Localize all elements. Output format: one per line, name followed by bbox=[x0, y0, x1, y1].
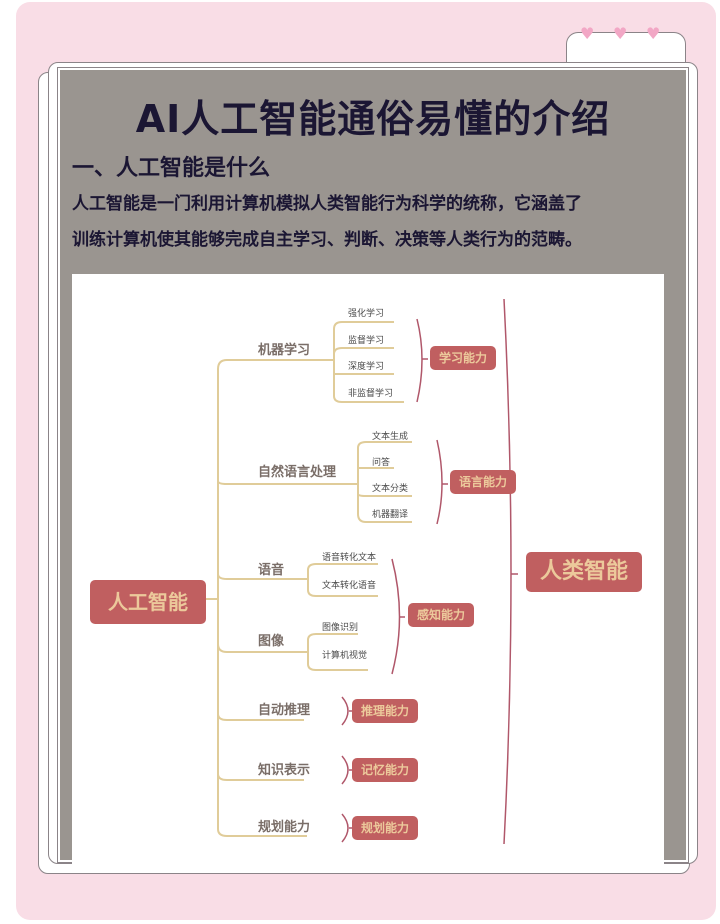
branch-label: 语音 bbox=[258, 563, 285, 578]
ability-node: 感知能力 bbox=[408, 603, 474, 627]
leaf-label: 图像识别 bbox=[322, 623, 359, 633]
leaf-label: 文本转化语音 bbox=[322, 581, 377, 591]
section-paragraph: 人工智能是一门利用计算机模拟人类智能行为科学的统称，它涵盖了 训练计算机使其能够… bbox=[72, 186, 672, 258]
heart-icon: ♥ bbox=[613, 24, 628, 43]
paragraph-line: 人工智能是一门利用计算机模拟人类智能行为科学的统称，它涵盖了 bbox=[72, 194, 582, 214]
branch-label: 图像 bbox=[258, 634, 285, 649]
section-heading: 一、人工智能是什么 bbox=[72, 156, 271, 181]
leaf-label: 深度学习 bbox=[348, 362, 385, 372]
branch-label: 知识表示 bbox=[258, 763, 311, 778]
ability-node: 语言能力 bbox=[450, 470, 516, 494]
ability-node: 规划能力 bbox=[352, 816, 418, 840]
branch-label: 机器学习 bbox=[258, 343, 311, 358]
ability-node: 记忆能力 bbox=[352, 758, 418, 782]
leaf-label: 监督学习 bbox=[348, 336, 385, 346]
heart-icon: ♥ bbox=[646, 24, 661, 43]
mindmap-canvas: 人工智能 人类智能 机器学习 自然语言处理 语音 图像 自动推理 知识表示 规划… bbox=[72, 274, 664, 869]
result-node: 人类智能 bbox=[526, 552, 642, 592]
page-title: AI人工智能通俗易懂的介绍 bbox=[135, 97, 611, 141]
content-panel: AI人工智能通俗易懂的介绍 一、人工智能是什么 人工智能是一门利用计算机模拟人类… bbox=[58, 68, 688, 869]
paragraph-line: 训练计算机使其能够完成自主学习、判断、决策等人类行为的范畴。 bbox=[72, 230, 582, 250]
window-tab bbox=[566, 32, 686, 67]
branch-label: 规划能力 bbox=[258, 820, 311, 835]
ability-node: 推理能力 bbox=[352, 699, 418, 723]
branch-label: 自动推理 bbox=[258, 703, 311, 718]
heart-icon: ♥ bbox=[580, 24, 595, 43]
leaf-label: 机器翻译 bbox=[372, 510, 409, 520]
branch-label: 自然语言处理 bbox=[258, 465, 337, 480]
leaf-label: 非监督学习 bbox=[348, 389, 394, 399]
leaf-label: 问答 bbox=[372, 458, 391, 468]
root-node: 人工智能 bbox=[90, 580, 206, 624]
ability-node: 学习能力 bbox=[430, 346, 496, 370]
leaf-label: 文本分类 bbox=[372, 484, 409, 494]
leaf-label: 强化学习 bbox=[348, 309, 385, 319]
leaf-label: 语音转化文本 bbox=[322, 553, 377, 563]
leaf-label: 文本生成 bbox=[372, 432, 409, 442]
mindmap-connectors bbox=[206, 298, 518, 845]
leaf-label: 计算机视觉 bbox=[322, 651, 368, 661]
